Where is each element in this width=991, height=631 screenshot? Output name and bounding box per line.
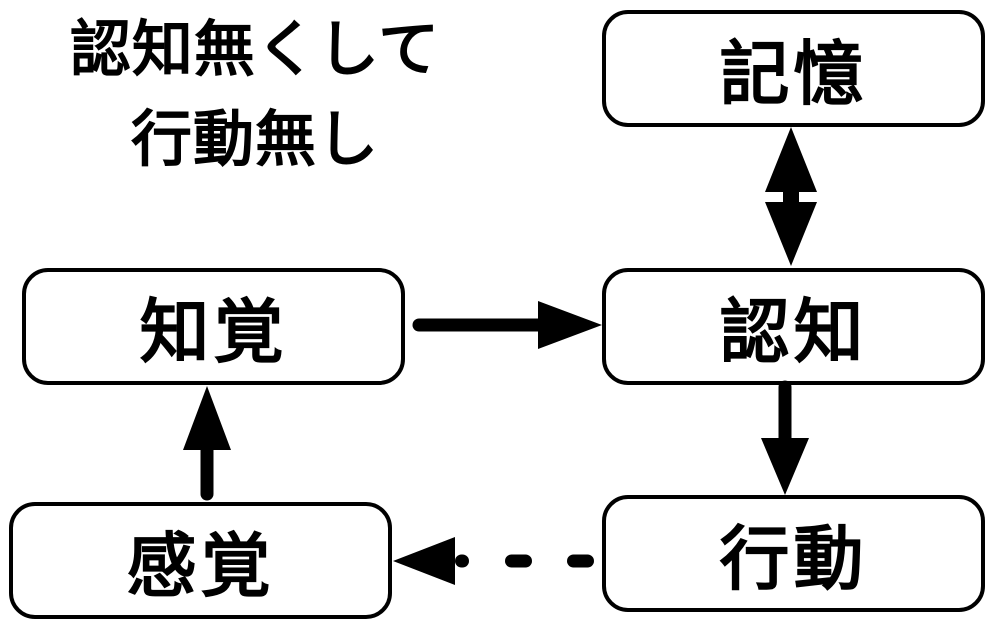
- node-memory: 記憶: [602, 10, 985, 127]
- diagram-title-line2: 行動無し: [130, 107, 379, 174]
- double-arrow-memory-cognition-icon: [765, 127, 817, 266]
- arrow-sensation-to-perception-icon: [183, 386, 231, 501]
- node-action: 行動: [602, 495, 985, 612]
- node-memory-label: 記憶: [719, 37, 868, 114]
- node-action-label: 行動: [719, 522, 868, 599]
- arrow-perception-to-cognition-icon: [412, 301, 602, 349]
- node-sensation: 感覚: [9, 502, 392, 619]
- node-cognition: 認知: [602, 268, 985, 385]
- diagram-title: 認知無くして 行動無し: [30, 6, 480, 186]
- arrow-cognition-to-action-icon: [761, 380, 809, 495]
- dashed-arrow-action-to-sensation-icon: [393, 537, 594, 585]
- node-cognition-label: 認知: [719, 295, 868, 372]
- node-perception: 知覚: [22, 268, 405, 385]
- node-sensation-label: 感覚: [126, 529, 275, 606]
- diagram-title-line1: 認知無くして: [69, 17, 441, 84]
- node-perception-label: 知覚: [139, 295, 288, 372]
